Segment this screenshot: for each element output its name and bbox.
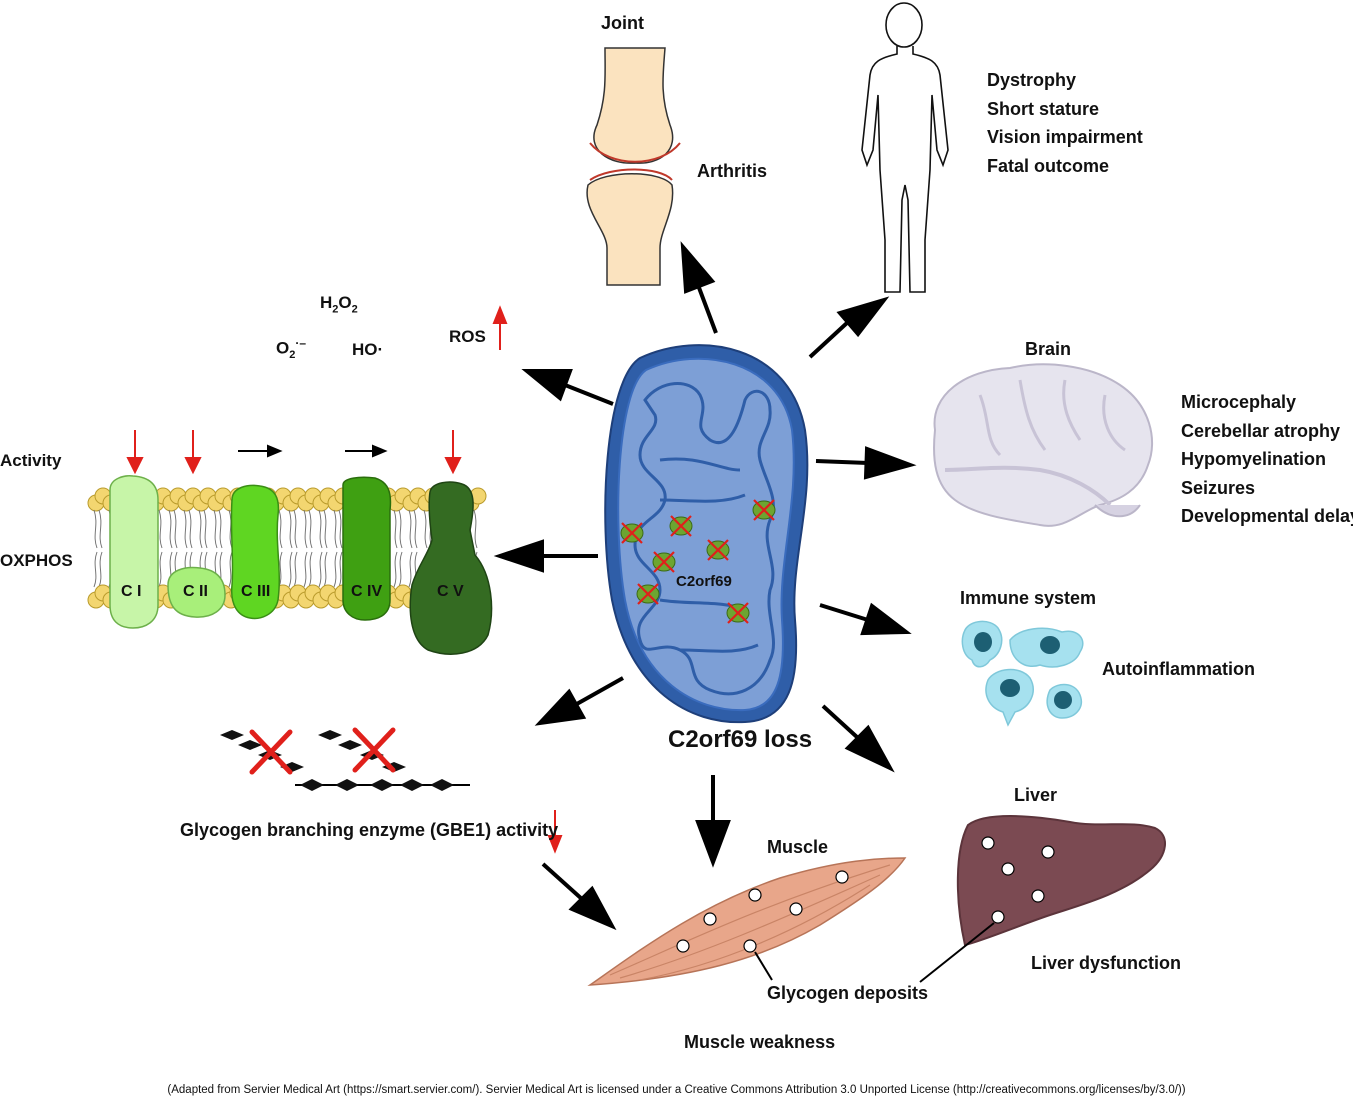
complex-iii-label: C III	[241, 583, 271, 600]
liver-illustration	[919, 815, 1166, 983]
muscle-title: Muscle	[767, 837, 829, 857]
autoinflammation-label: Autoinflammation	[1102, 659, 1255, 679]
muscle-weakness-label: Muscle weakness	[684, 1032, 836, 1052]
lipid-tail	[318, 509, 328, 588]
immune-title: Immune system	[960, 588, 1097, 608]
gbe1-decrease-arrow	[547, 810, 563, 854]
complex-iv-shape	[342, 476, 392, 621]
lipid-tail	[408, 509, 418, 588]
lipid-tail	[333, 509, 343, 588]
joint-illustration	[586, 47, 681, 286]
brain-effects-list: Microcephaly Cerebellar atrophy Hypomyel…	[1181, 388, 1353, 531]
ros-increase-arrow	[492, 305, 508, 350]
human-body-outline	[861, 2, 949, 293]
complex-ii-shape	[167, 566, 226, 618]
gbe1-label: Glycogen branching enzyme (GBE1) activit…	[180, 820, 559, 840]
effect-arrows	[493, 241, 917, 931]
complex-iii-shape	[230, 484, 280, 620]
brain-effect: Microcephaly	[1181, 392, 1297, 412]
arthritis-label: Arthritis	[697, 161, 768, 181]
lipid-tail	[183, 509, 193, 588]
brain-effect: Developmental delay	[1181, 506, 1353, 526]
immune-cells-illustration	[961, 620, 1084, 727]
glycogen-deposits-label: Glycogen deposits	[767, 983, 929, 1003]
body-effect: Short stature	[987, 98, 1100, 119]
brain-illustration	[933, 363, 1154, 527]
attribution-credit: (Adapted from Servier Medical Art (https…	[167, 1084, 1186, 1096]
oxphos-label: OXPHOS	[0, 551, 73, 570]
complex-v-label: C V	[437, 583, 464, 600]
complex-i-shape	[109, 475, 159, 629]
complex-i-label: C I	[121, 583, 142, 600]
joint-title: Joint	[601, 13, 644, 33]
body-effects-list: Dystrophy Short stature Vision impairmen…	[987, 66, 1143, 180]
complex-iv-label: C IV	[351, 583, 383, 600]
brain-effect: Hypomyelination	[1181, 449, 1327, 469]
lipid-tail	[168, 509, 178, 588]
liver-title: Liver	[1014, 785, 1058, 805]
muscle-illustration	[587, 857, 907, 986]
brain-effect: Cerebellar atrophy	[1181, 420, 1341, 441]
h2o2-label: H2O2	[320, 293, 358, 316]
c2orf69-proteins-crossed	[620, 499, 776, 624]
lipid-tail	[393, 509, 403, 588]
brain-effect: Seizures	[1181, 477, 1256, 498]
c2orf69-loss-title: C2orf69 loss	[668, 726, 813, 753]
body-effect: Vision impairment	[987, 127, 1143, 147]
superoxide-label: O2·–	[276, 336, 307, 362]
lipid-tail	[213, 509, 223, 588]
complex-v-shape	[409, 481, 493, 655]
lipid-tail	[288, 509, 298, 588]
activity-label: Activity	[0, 451, 62, 470]
activity-arrows	[126, 430, 462, 475]
lipid-tail	[303, 509, 313, 588]
complex-ii-label: C II	[183, 583, 208, 600]
hydroxyl-label: HO·	[352, 340, 384, 359]
lipid-tail	[93, 509, 103, 588]
liver-dysfunction-label: Liver dysfunction	[1031, 953, 1182, 973]
body-effect: Dystrophy	[987, 70, 1077, 90]
oxphos-complexes	[109, 475, 493, 655]
body-effect: Fatal outcome	[987, 155, 1110, 176]
brain-title: Brain	[1025, 339, 1072, 359]
lipid-tail	[198, 509, 208, 588]
c2orf69-protein-label: C2orf69	[676, 573, 732, 590]
glycogen-chain-illustration	[220, 727, 470, 791]
ros-label: ROS	[449, 327, 486, 346]
